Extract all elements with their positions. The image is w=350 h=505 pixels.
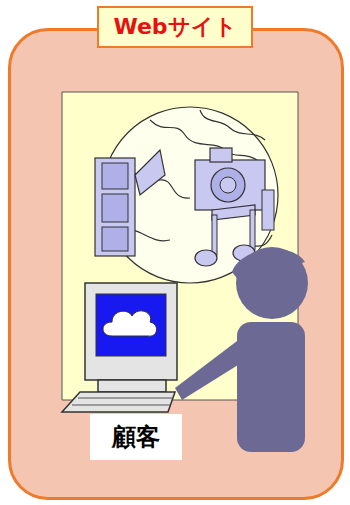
camera [195,148,265,210]
customer-label: 顧客 [90,414,182,460]
film-strip [95,150,165,256]
label-text: 顧客 [112,421,160,453]
person-silhouette [175,247,308,452]
computer [62,283,177,412]
site-heading: Webサイト [97,6,253,48]
